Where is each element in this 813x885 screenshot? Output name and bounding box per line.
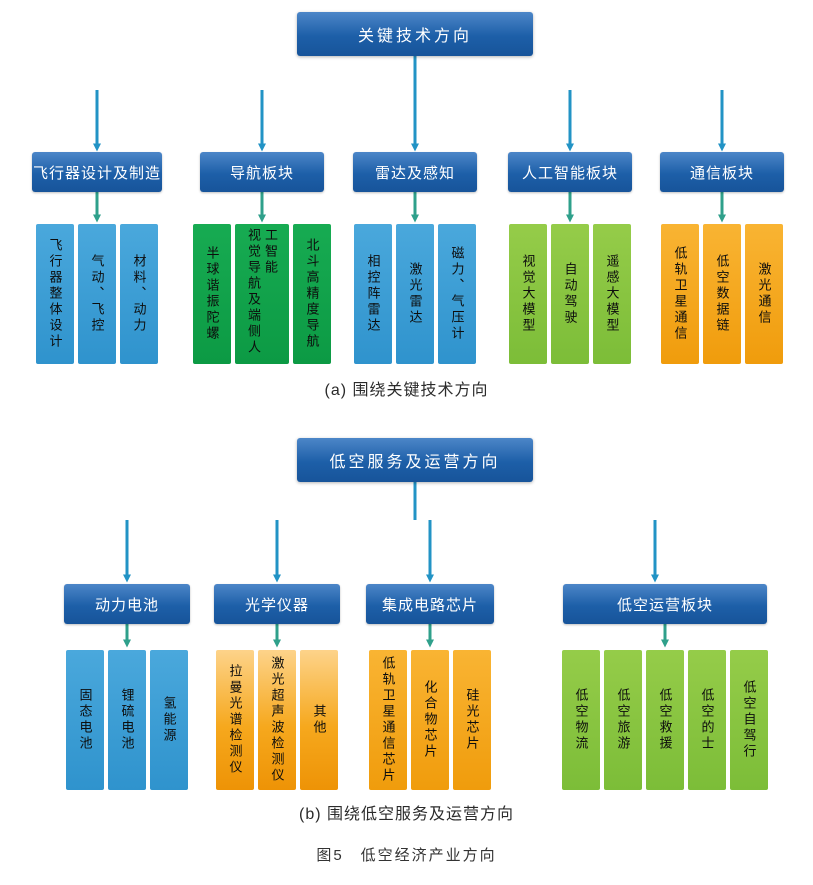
optical-instruments-items: 拉曼光谱检测仪 激光超声波检测仪 其他 [216,650,338,790]
optical-instruments-header: 光学仪器 [214,584,340,624]
tree-leaf: 低轨卫星通信芯片 [369,650,407,790]
radar-sensing-items: 相控阵雷达 激光雷达 磁力、气压计 [354,224,476,364]
section-a-caption: (a) 围绕关键技术方向 [324,382,489,399]
tree-leaf: 相控阵雷达 [354,224,392,364]
tree-leaf: 气动、飞控 [78,224,116,364]
tree-leaf: 材料、动力 [120,224,158,364]
tree-leaf: 视觉导航及端侧人工智能 [235,224,289,364]
tree-leaf: 低空旅游 [604,650,642,790]
tree-leaf: 化合物芯片 [411,650,449,790]
tree-leaf: 视觉大模型 [509,224,547,364]
section-b-caption: (b) 围绕低空服务及运营方向 [298,806,514,823]
tree-leaf: 硅光芯片 [453,650,491,790]
navigation-items: 半球谐振陀螺 视觉导航及端侧人工智能 北斗高精度导航 [193,224,331,364]
tree-leaf: 拉曼光谱检测仪 [216,650,254,790]
figure-caption: 图5 低空经济产业方向 [316,847,497,864]
tree-leaf: 低空的士 [688,650,726,790]
tree-leaf: 飞行器整体设计 [36,224,74,364]
tree-leaf: 遥感大模型 [593,224,631,364]
ai-header: 人工智能板块 [508,152,632,192]
tree-leaf: 低轨卫星通信 [661,224,699,364]
tree-leaf: 低空数据链 [703,224,741,364]
tree-leaf: 半球谐振陀螺 [193,224,231,364]
communication-items: 低轨卫星通信 低空数据链 激光通信 [661,224,783,364]
aircraft-design-header: 飞行器设计及制造 [32,152,162,192]
tree-leaf: 低空物流 [562,650,600,790]
tree-leaf: 磁力、气压计 [438,224,476,364]
key-tech-root-node: 关键技术方向 [297,12,533,56]
tree-leaf: 氢能源 [150,650,188,790]
tree-leaf: 北斗高精度导航 [293,224,331,364]
low-altitude-operations-items: 低空物流 低空旅游 低空救援 低空的士 低空自驾行 [562,650,768,790]
ai-items: 视觉大模型 自动驾驶 遥感大模型 [509,224,631,364]
tree-leaf: 激光通信 [745,224,783,364]
radar-sensing-header: 雷达及感知 [353,152,477,192]
low-altitude-operations-header: 低空运营板块 [563,584,767,624]
aircraft-design-items: 飞行器整体设计 气动、飞控 材料、动力 [36,224,158,364]
tree-leaf: 其他 [300,650,338,790]
tree-leaf: 低空自驾行 [730,650,768,790]
tree-leaf: 激光超声波检测仪 [258,650,296,790]
ic-chip-items: 低轨卫星通信芯片 化合物芯片 硅光芯片 [369,650,491,790]
tree-leaf: 锂硫电池 [108,650,146,790]
tree-leaf: 低空救援 [646,650,684,790]
tree-leaf: 激光雷达 [396,224,434,364]
navigation-header: 导航板块 [200,152,324,192]
power-battery-items: 固态电池 锂硫电池 氢能源 [66,650,188,790]
tree-leaf: 固态电池 [66,650,104,790]
communication-header: 通信板块 [660,152,784,192]
tree-leaf: 自动驾驶 [551,224,589,364]
low-altitude-services-root-node: 低空服务及运营方向 [297,438,533,482]
ic-chip-header: 集成电路芯片 [366,584,494,624]
power-battery-header: 动力电池 [64,584,190,624]
